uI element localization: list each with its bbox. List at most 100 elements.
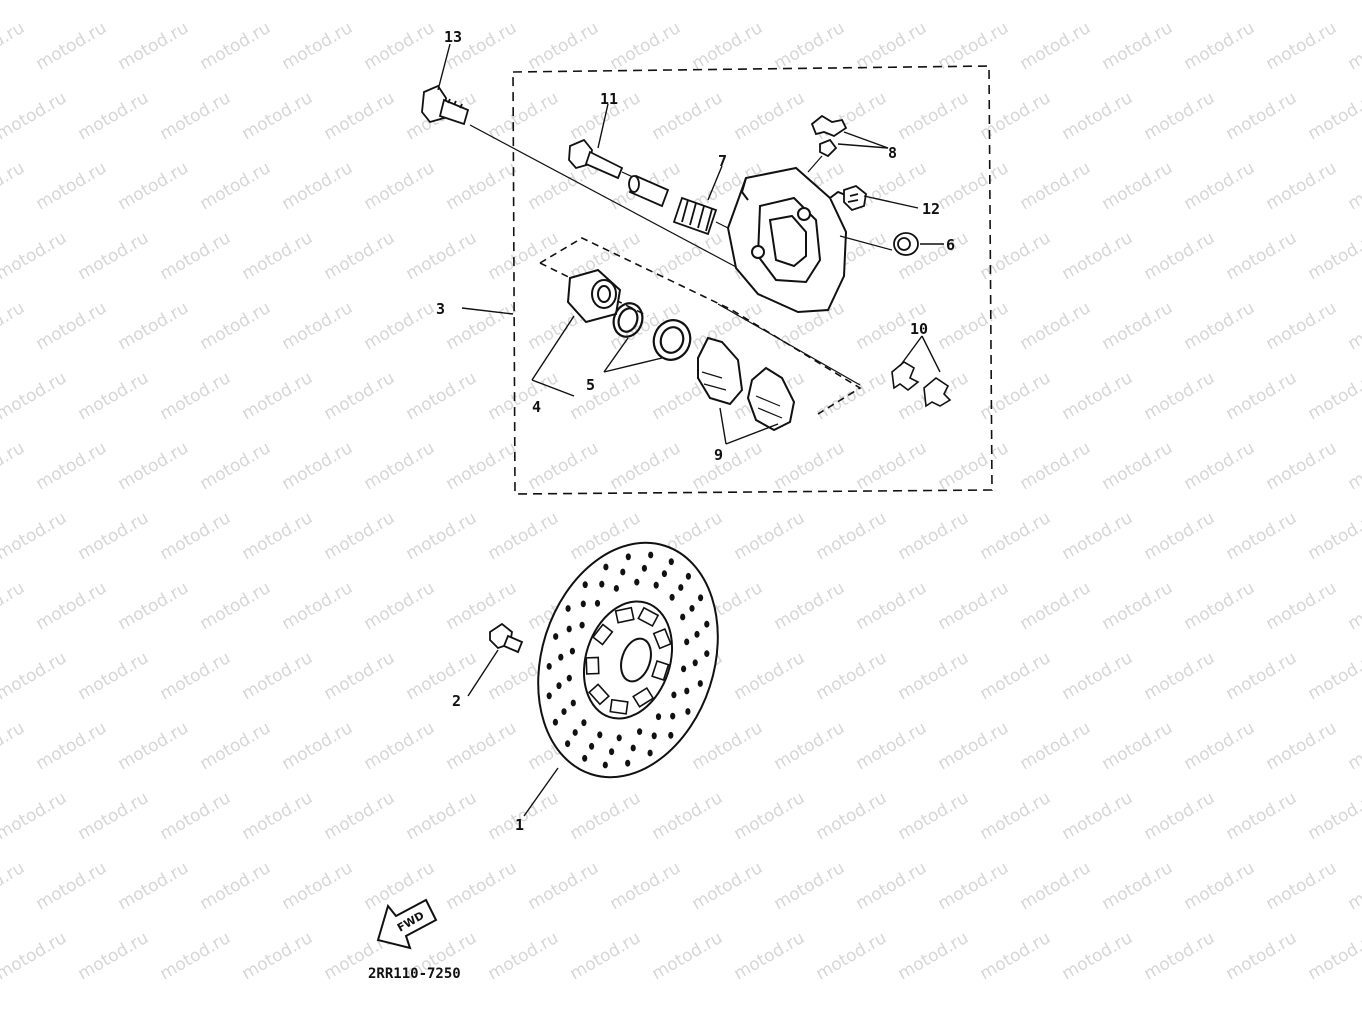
disc-hole (582, 581, 588, 589)
disc-hole (689, 605, 695, 612)
watermark-text: motod.ru (0, 438, 28, 494)
disc-slot (585, 656, 600, 675)
watermark-text: motod.ru (0, 298, 28, 354)
watermark-text: motod.ru (239, 368, 317, 424)
watermark-text: motod.ru (771, 718, 849, 774)
disc-hole (684, 687, 690, 695)
watermark-text: motod.ru (115, 578, 193, 634)
watermark-text: motod.ru (1223, 88, 1301, 144)
disc-hole (671, 691, 677, 699)
watermark-text: motod.ru (157, 368, 235, 424)
callout-7: 7 (718, 152, 727, 170)
disc-hole (685, 572, 692, 580)
watermark-text: motod.ru (239, 88, 317, 144)
watermark-text: motod.ru (443, 18, 521, 74)
disc-hole (651, 732, 657, 740)
watermark-text: motod.ru (0, 368, 70, 424)
watermark-text: motod.ru (977, 928, 1055, 984)
watermark-text: motod.ru (157, 88, 235, 144)
watermark-text: motod.ru (197, 718, 275, 774)
watermark-text: motod.ru (0, 718, 28, 774)
watermark-text: motod.ru (895, 508, 973, 564)
boot-7 (672, 196, 737, 236)
watermark-text: motod.ru (279, 578, 357, 634)
disc-hole (704, 650, 710, 657)
watermark-text: motod.ru (1059, 508, 1137, 564)
callout-13: 13 (444, 28, 462, 46)
disc-hole (634, 578, 640, 586)
watermark-text: motod.ru (1099, 718, 1177, 774)
watermark-text: motod.ru (1059, 368, 1137, 424)
piston-seals-5 (612, 302, 692, 361)
watermark-text: motod.ru (1181, 298, 1259, 354)
watermark-text: motod.ru (321, 788, 399, 844)
watermark-text: motod.ru (771, 858, 849, 914)
watermark-text: motod.ru (525, 438, 603, 494)
disc-hole (625, 553, 631, 561)
watermark-text: motod.ru (771, 578, 849, 634)
disc-hole (613, 585, 620, 592)
watermark-text: motod.ru (485, 928, 563, 984)
watermark-text: motod.ru (33, 298, 111, 354)
watermark-text: motod.ru (649, 788, 727, 844)
watermark-text: motod.ru (813, 368, 891, 424)
part-number: 2RR110-7250 (368, 966, 461, 982)
watermark-text: motod.ru (75, 508, 153, 564)
watermark-text: motod.ru (935, 858, 1013, 914)
watermark-text: motod.ru (443, 158, 521, 214)
watermark-text: motod.ru (935, 438, 1013, 494)
watermark-text: motod.ru (443, 858, 521, 914)
watermark-text: motod.ru (33, 718, 111, 774)
watermark-text: motod.ru (361, 298, 439, 354)
watermark-text: motod.ru (607, 18, 685, 74)
watermark-text: motod.ru (1141, 368, 1219, 424)
watermark-text: motod.ru (895, 88, 973, 144)
watermark-text: motod.ru (361, 18, 439, 74)
callout-1: 1 (515, 816, 524, 834)
watermark-text: motod.ru (1099, 18, 1177, 74)
cap-6 (893, 232, 919, 256)
watermark-text: motod.ru (731, 88, 809, 144)
callout-4: 4 (532, 398, 541, 416)
watermark-text: motod.ru (853, 18, 931, 74)
callout-9: 9 (714, 446, 723, 464)
disc-hole (668, 558, 674, 566)
disc-slot (637, 606, 660, 628)
watermark-text: motod.ru (689, 438, 767, 494)
disc-hole (602, 761, 608, 769)
disc-hole (685, 708, 691, 715)
watermark-text: motod.ru (1305, 228, 1362, 284)
watermark-text: motod.ru (895, 648, 973, 704)
disc-slot (632, 686, 655, 708)
watermark-text: motod.ru (1059, 228, 1137, 284)
disc-hole (570, 699, 576, 707)
disc-hole (609, 748, 615, 756)
forward-arrow: FWD (376, 898, 438, 950)
watermark-text: motod.ru (1305, 928, 1362, 984)
watermark-text: motod.ru (977, 228, 1055, 284)
watermark-text: motod.ru (977, 508, 1055, 564)
watermark-text: motod.ru (1141, 88, 1219, 144)
watermark-text: motod.ru (607, 438, 685, 494)
disc-holes (546, 551, 710, 769)
watermark-text: motod.ru (1305, 788, 1362, 844)
watermark-text: motod.ru (239, 508, 317, 564)
watermark-text: motod.ru (197, 438, 275, 494)
watermark-text: motod.ru (895, 928, 973, 984)
watermark-text: motod.ru (1305, 0, 1362, 4)
watermark-text: motod.ru (525, 18, 603, 74)
watermark-text: motod.ru (813, 88, 891, 144)
watermark-text: motod.ru (1017, 718, 1095, 774)
watermark-text: motod.ru (689, 18, 767, 74)
disc-slot (614, 606, 635, 624)
watermark-text: motod.ru (1141, 228, 1219, 284)
watermark-text: motod.ru (567, 788, 645, 844)
watermark-text: motod.ru (75, 648, 153, 704)
disc-hole (553, 633, 559, 640)
watermark-text: motod.ru (0, 508, 70, 564)
watermark-text: motod.ru (935, 18, 1013, 74)
watermark-text: motod.ru (1141, 928, 1219, 984)
watermark-text: motod.ru (1223, 0, 1301, 4)
watermark-text: motod.ru (157, 788, 235, 844)
watermark-text: motod.ru (813, 928, 891, 984)
